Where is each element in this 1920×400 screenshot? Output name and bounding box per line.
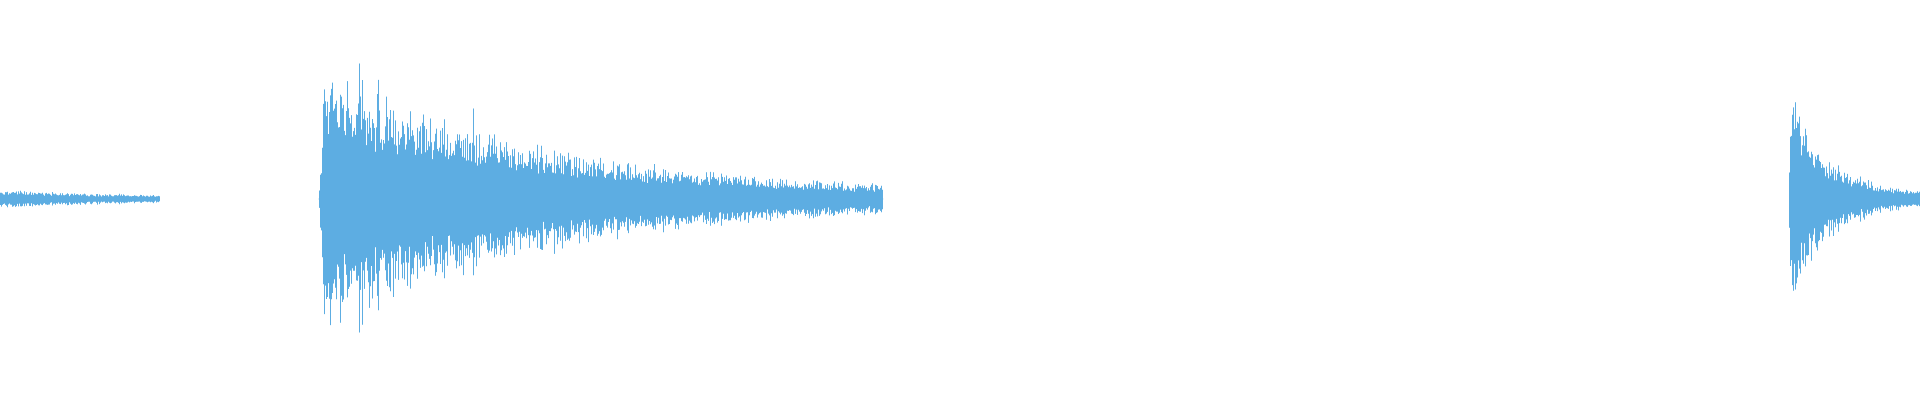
waveform-path bbox=[0, 63, 1920, 333]
waveform-bars bbox=[0, 63, 1920, 333]
